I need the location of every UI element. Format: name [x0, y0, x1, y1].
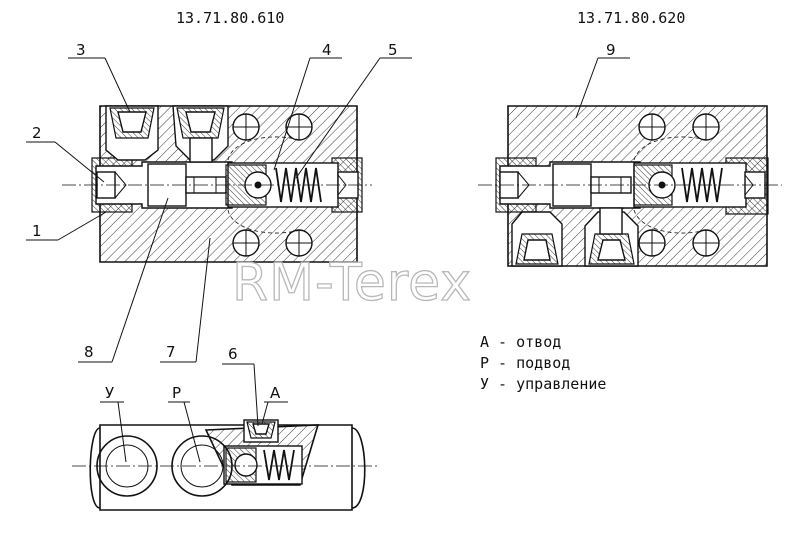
watermark: RM-Terex: [232, 253, 472, 313]
legend-item-p: Р - подвод: [480, 354, 570, 372]
left-section-view: [62, 105, 372, 263]
callout-8: 8: [84, 343, 94, 361]
bottom-external-view: [72, 419, 380, 511]
port-label-u: У: [105, 384, 114, 402]
callout-9: 9: [606, 41, 616, 59]
title-left: 13.71.80.610: [176, 9, 284, 27]
legend: А - отвод Р - подвод У - управление: [480, 333, 606, 393]
callout-1: 1: [32, 222, 42, 240]
leader-lines: [26, 57, 630, 463]
legend-item-u: У - управление: [480, 375, 606, 393]
title-right: 13.71.80.620: [577, 9, 685, 27]
bottom-left-end: [89, 427, 101, 509]
callout-4: 4: [322, 41, 332, 59]
callout-7: 7: [166, 343, 176, 361]
callout-3: 3: [76, 41, 86, 59]
right-section-view: [478, 105, 782, 267]
right-spring: [681, 167, 723, 203]
legend-item-a: А - отвод: [480, 333, 561, 351]
callout-5: 5: [388, 41, 398, 59]
callout-2: 2: [32, 124, 42, 142]
bottom-ball: [234, 453, 258, 477]
callout-6: 6: [228, 345, 238, 363]
port-label-a: А: [270, 384, 281, 402]
bottom-right-end: [351, 427, 366, 509]
port-label-p: Р: [172, 384, 181, 402]
